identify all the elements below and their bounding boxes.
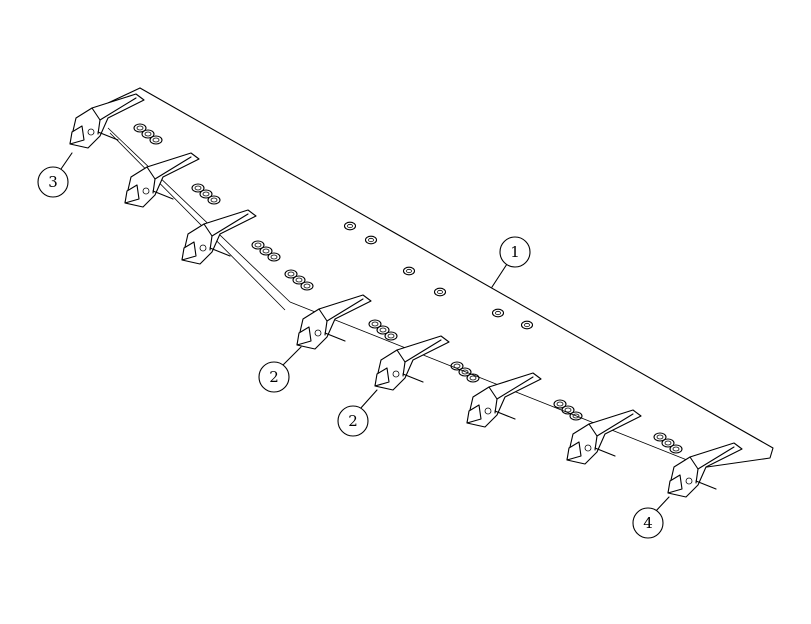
tooth-adapter (667, 442, 743, 498)
tooth-adapter (296, 294, 372, 350)
bolt-hole-group (251, 240, 281, 262)
callout-2b-label: 2 (348, 412, 358, 430)
bolt-hole-group (133, 123, 163, 145)
callout-4-label: 4 (643, 514, 653, 532)
bolt-hole-group (368, 319, 398, 341)
callout-2-a: 2 (258, 346, 302, 393)
bolt-hole-group (553, 399, 583, 421)
bolt-hole-group (450, 361, 480, 383)
tooth-adapter (466, 372, 542, 428)
mounting-hole (343, 221, 357, 231)
callout-4: 4 (632, 496, 670, 539)
callout-1-label: 1 (510, 243, 520, 261)
tooth-adapter (124, 152, 200, 208)
center-holes (343, 221, 534, 330)
tooth-adapter (374, 335, 450, 391)
bolt-hole-group (653, 432, 683, 454)
bolt-hole-group (191, 183, 221, 205)
teeth-group (69, 93, 743, 498)
mounting-hole (433, 287, 447, 297)
mounting-hole (491, 308, 505, 318)
callout-3-label: 3 (48, 173, 58, 191)
tooth-adapter (181, 209, 257, 265)
callout-2-b: 2 (337, 389, 378, 437)
mounting-hole (520, 320, 534, 330)
bolt-hole-group (284, 269, 314, 291)
mounting-hole (402, 266, 416, 276)
callout-3: 3 (37, 152, 73, 198)
tooth-adapter (69, 93, 145, 149)
mounting-hole (364, 235, 378, 245)
callout-1: 1 (491, 236, 531, 288)
bolt-groups (133, 123, 683, 454)
tooth-adapter (566, 409, 642, 465)
blade (107, 87, 774, 469)
callout-2a-label: 2 (269, 368, 279, 386)
